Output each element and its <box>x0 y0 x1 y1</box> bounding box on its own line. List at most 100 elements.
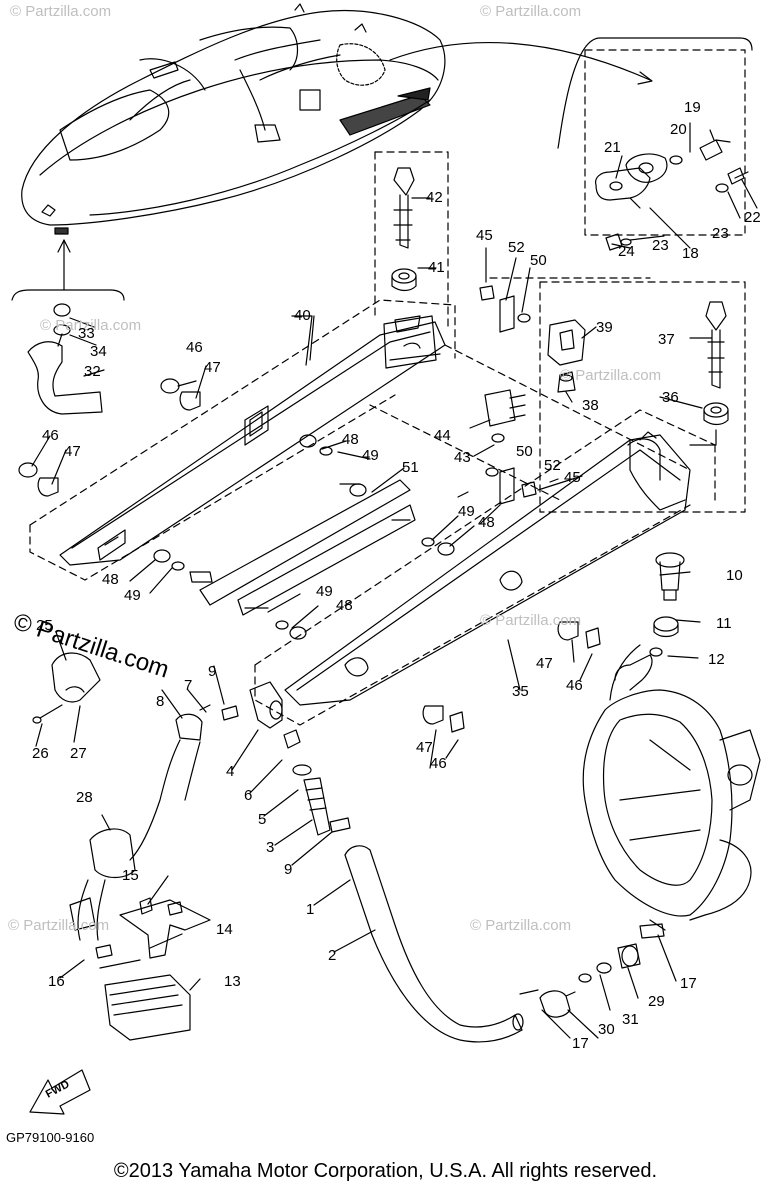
callout-label: 40 <box>294 307 311 324</box>
callout-label: 46 <box>430 755 447 772</box>
callout-label: 45 <box>564 469 581 486</box>
callout-label: 19 <box>684 99 701 116</box>
callout-label: 38 <box>582 397 599 414</box>
watermark-text: © Partzilla.com <box>480 612 581 629</box>
callout-label: 2 <box>328 947 336 964</box>
callout-label: 10 <box>726 567 743 584</box>
callout-label: 4 <box>226 763 234 780</box>
callout-label: 17 <box>680 975 697 992</box>
callout-label: 18 <box>682 245 699 262</box>
callout-labels: 1 2 3 4 5 6 7 8 9 9 10 11 12 13 14 15 16… <box>32 99 761 1052</box>
callout-label: 44 <box>434 427 451 444</box>
callout-label: 25 <box>36 617 53 634</box>
callout-label: 49 <box>124 587 141 604</box>
watermark-text: © Partzilla.com <box>560 367 661 384</box>
jet-pump-housing <box>582 644 761 931</box>
callout-label: 47 <box>204 359 221 376</box>
callout-label: 49 <box>458 503 475 520</box>
callout-label: 7 <box>184 677 192 694</box>
callout-label: 51 <box>402 459 419 476</box>
rail-35 <box>254 344 716 726</box>
callout-label: 47 <box>64 443 81 460</box>
callout-label: 8 <box>156 693 164 710</box>
partzilla-watermark: © Partzilla.com <box>10 608 172 684</box>
callout-label: 15 <box>122 867 139 884</box>
callout-label: 31 <box>622 1011 639 1028</box>
callout-label: 20 <box>670 121 687 138</box>
callout-label: 1 <box>306 901 314 918</box>
filter-13 <box>104 897 211 1041</box>
callout-label: 33 <box>78 325 95 342</box>
callout-label: 17 <box>572 1035 589 1052</box>
callout-label: 11 <box>716 615 732 632</box>
callout-label: 13 <box>224 973 241 990</box>
callout-label: 48 <box>478 514 495 531</box>
callout-label: 34 <box>90 343 107 360</box>
callout-label: 48 <box>336 597 353 614</box>
watermark-text: © Partzilla.com <box>480 3 581 20</box>
fwd-arrow <box>29 1069 91 1115</box>
fwd-label: FWD <box>44 1078 72 1100</box>
callout-label: 52 <box>544 457 561 474</box>
callout-label: 41 <box>428 259 445 276</box>
callout-label: 46 <box>186 339 203 356</box>
callout-label: 16 <box>48 973 65 990</box>
callout-label: 28 <box>76 789 93 806</box>
callout-label: 32 <box>84 363 101 380</box>
callout-label: 47 <box>416 739 433 756</box>
callout-label: 36 <box>662 389 679 406</box>
fitting-group-3-9 <box>199 681 351 836</box>
watermark-text: © Partzilla.com <box>40 317 141 334</box>
callout-label: 42 <box>426 189 443 206</box>
callout-label: 21 <box>604 139 621 156</box>
callout-label: 49 <box>362 447 379 464</box>
callout-label: 37 <box>658 331 675 348</box>
bracket-44 <box>484 389 526 443</box>
callout-label: 5 <box>258 811 266 828</box>
callout-label: 6 <box>244 787 252 804</box>
callout-label: 23 <box>712 225 729 242</box>
callout-label: 50 <box>516 443 533 460</box>
callout-label: 29 <box>648 993 665 1010</box>
callout-label: 22 <box>744 209 761 226</box>
callout-label: 48 <box>342 431 359 448</box>
callout-label: 12 <box>708 651 725 668</box>
callout-label: 9 <box>284 861 292 878</box>
callout-label: 47 <box>536 655 553 672</box>
callout-label: 48 <box>102 571 119 588</box>
fitting-group-29-31 <box>519 923 665 1018</box>
callout-label: 50 <box>530 252 547 269</box>
bracket-32 <box>27 303 103 415</box>
bracket-39 <box>547 319 586 393</box>
callout-label: 49 <box>316 583 333 600</box>
hose-1 <box>344 845 524 1043</box>
callout-label: 3 <box>266 839 274 856</box>
callout-label: 35 <box>512 683 529 700</box>
hose-28-group <box>69 713 203 969</box>
callout-label: 46 <box>42 427 59 444</box>
watermark-text: © Partzilla.com <box>10 3 111 20</box>
callout-label: 27 <box>70 745 87 762</box>
callout-label: 43 <box>454 449 471 466</box>
callout-label: 39 <box>596 319 613 336</box>
plug-37 <box>705 301 727 389</box>
grommet-41 <box>391 268 417 292</box>
watercraft-illustration <box>21 3 446 235</box>
callout-label: 26 <box>32 745 49 762</box>
drain-plug-10 <box>649 552 685 657</box>
plug-42 <box>393 167 415 249</box>
watermark-text: © Partzilla.com <box>8 917 109 934</box>
callout-label: 14 <box>216 921 233 938</box>
watermark-text: © Partzilla.com <box>470 917 571 934</box>
callout-label: 30 <box>598 1021 615 1038</box>
copyright-notice: ©2013 Yamaha Motor Corporation, U.S.A. A… <box>113 1160 658 1182</box>
diagram-code: GP79100-9160 <box>6 1130 94 1145</box>
clamp-27 <box>32 652 101 724</box>
grommet-36 <box>703 402 729 426</box>
callout-label: 9 <box>208 663 216 680</box>
callout-label: 52 <box>508 239 525 256</box>
callout-label: 24 <box>618 243 635 260</box>
callout-label: 23 <box>652 237 669 254</box>
callout-label: 46 <box>566 677 583 694</box>
